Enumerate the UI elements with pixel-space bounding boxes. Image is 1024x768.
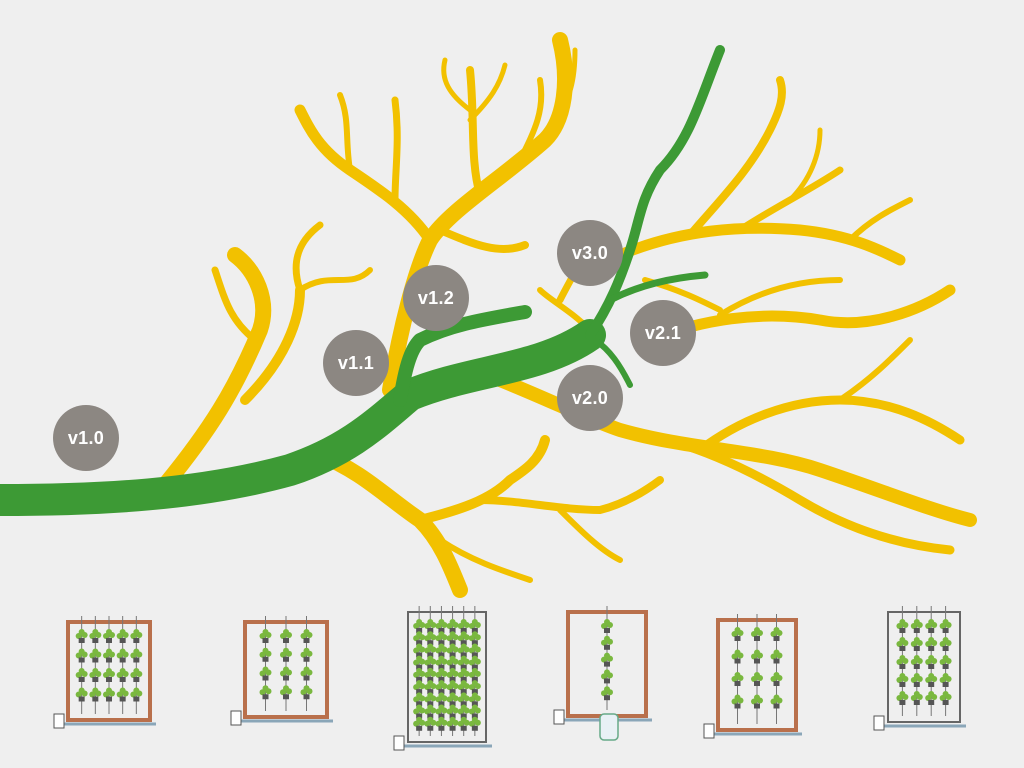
version-badge-v3-0: v3.0 [557,220,623,286]
version-badge-v2-1: v2.1 [630,300,696,366]
version-badge-v1-1: v1.1 [323,330,389,396]
planter-grid-v3-icon [393,606,492,751]
version-badge-v2-0: v2.0 [557,365,623,431]
green-trunk [0,45,725,516]
version-badge-v1-0: v1.0 [53,405,119,471]
yellow-branches [157,32,977,598]
planter-wall-v1-icon [53,616,156,729]
planter-diagrams [53,606,966,751]
planter-rail-v2-icon [230,616,333,726]
planter-tower-v4-icon [553,606,652,741]
planter-hanging-v5-icon [703,614,802,739]
planter-columns-v6-icon [873,606,966,731]
version-badge-v1-2: v1.2 [403,265,469,331]
